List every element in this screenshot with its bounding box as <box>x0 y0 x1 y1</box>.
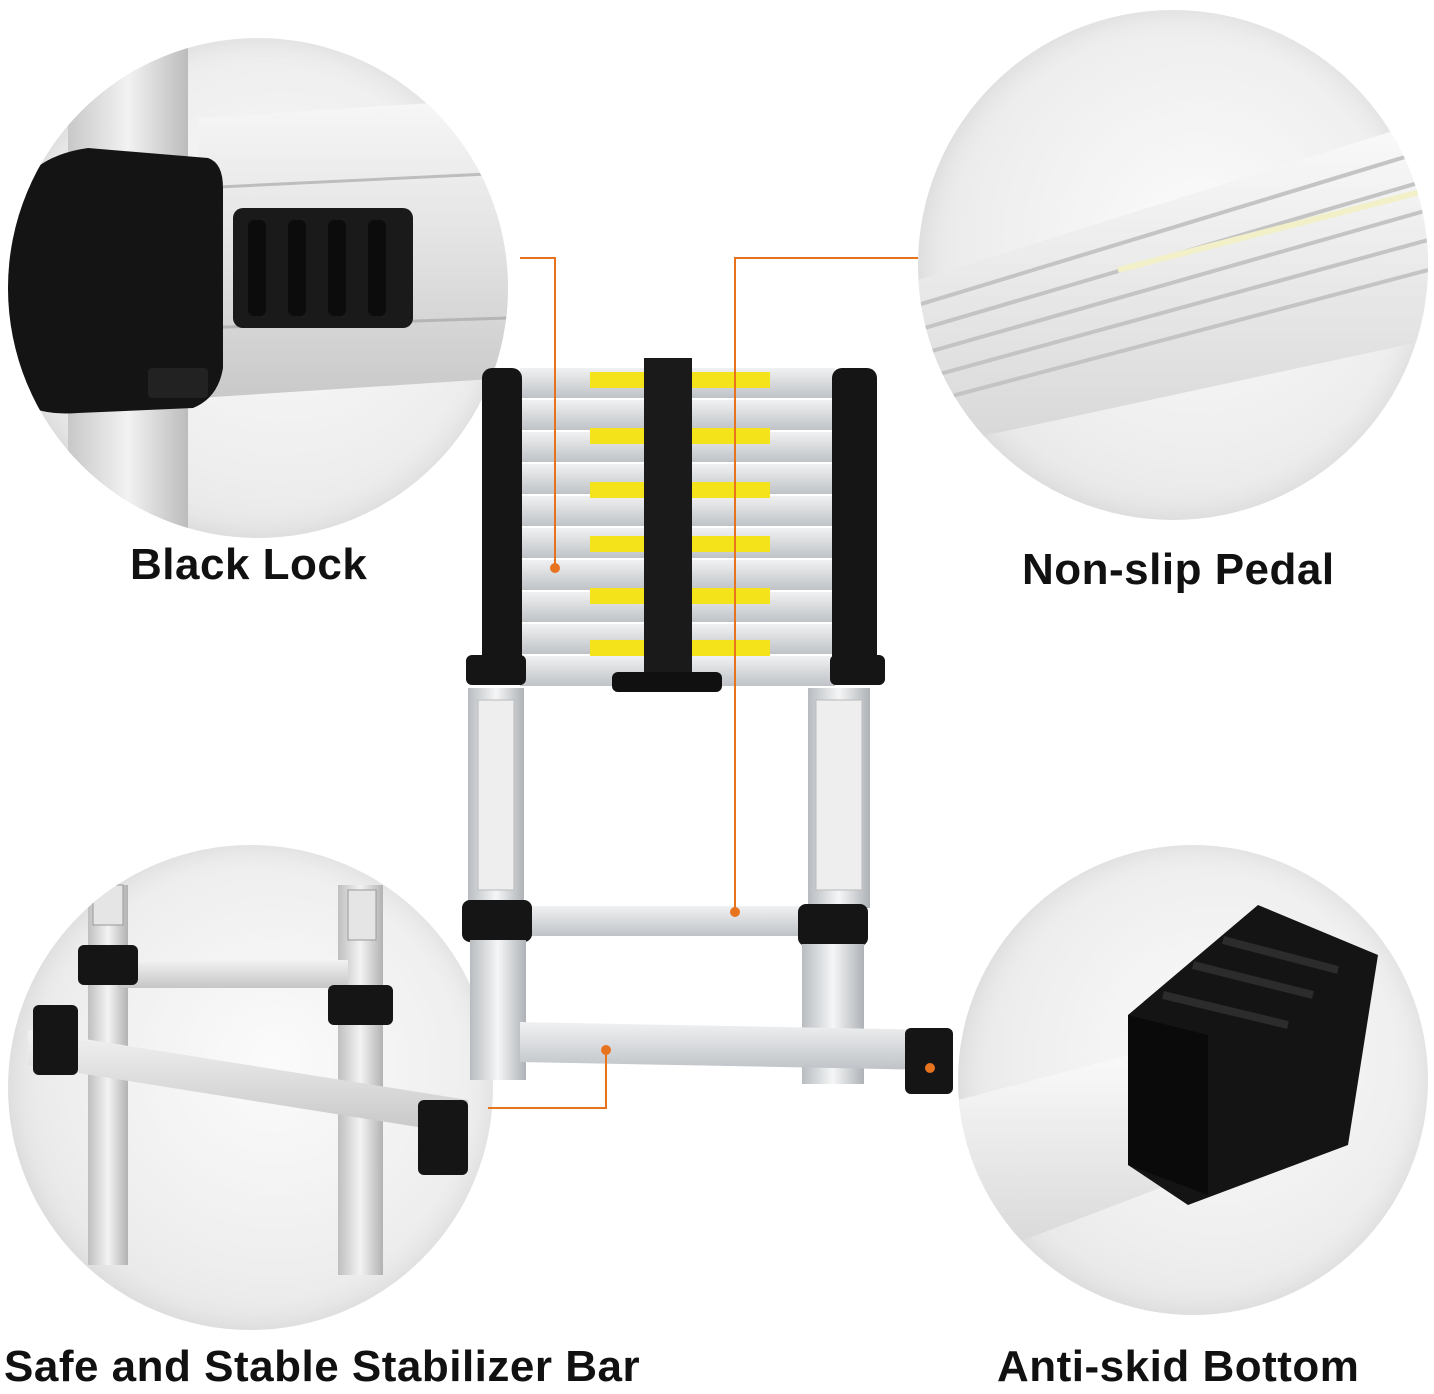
callout-lines <box>488 257 918 1109</box>
stabilizer-bar-illustration <box>28 884 468 1275</box>
anti-skid-foot-illustration <box>958 905 1378 1265</box>
anti-skid-foot <box>905 1028 953 1094</box>
black-lock-closeup <box>8 38 508 538</box>
black-lock-label: Black Lock <box>130 540 368 589</box>
stabilizer-bar <box>520 1022 935 1070</box>
bottom-rung <box>520 906 810 936</box>
black-lock-illustration <box>8 38 508 538</box>
stabilizer-bar-label: Safe and Stable Stabilizer Bar <box>4 1342 641 1391</box>
non-slip-pedal-closeup <box>918 10 1428 520</box>
non-slip-pedal-illustration <box>918 120 1428 450</box>
anti-skid-bottom-label: Anti-skid Bottom <box>997 1342 1360 1391</box>
ladder-rung-stack <box>466 358 885 692</box>
anti-skid-bottom-closeup <box>958 845 1428 1315</box>
stabilizer-bar-closeup <box>8 845 493 1330</box>
non-slip-pedal-label: Non-slip Pedal <box>1022 545 1335 594</box>
